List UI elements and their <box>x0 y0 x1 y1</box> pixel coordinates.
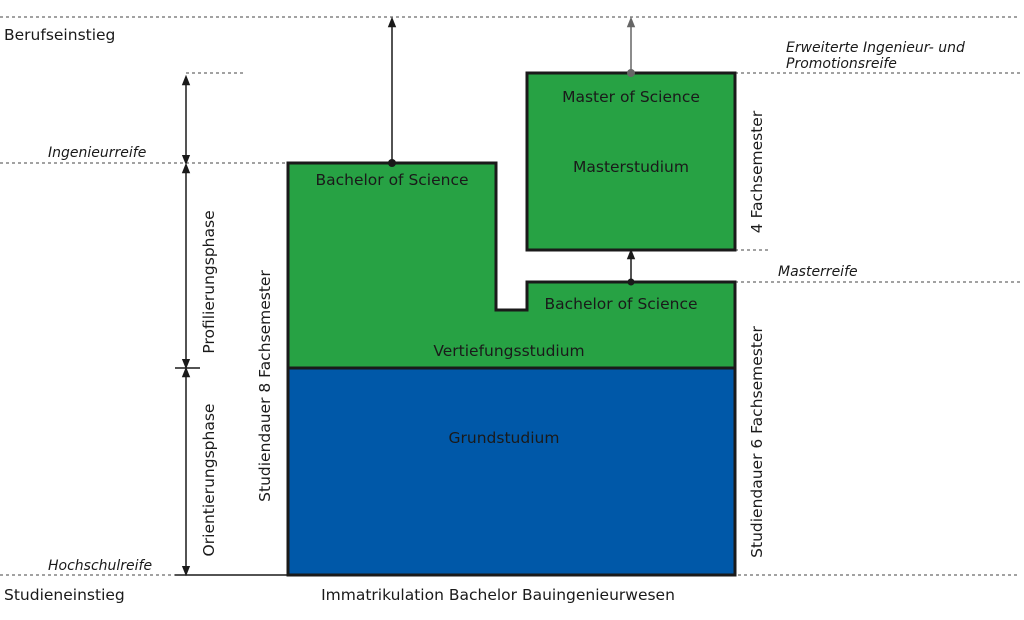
berufseinstieg-label: Berufseinstieg <box>4 26 115 44</box>
bachelor-8-label: Bachelor of Science <box>315 171 468 189</box>
duration-8-label: Studiendauer 8 Fachsemester <box>256 270 274 502</box>
duration-4-label: 4 Fachsemester <box>748 110 766 233</box>
masterreife-label: Masterreife <box>778 264 858 280</box>
bachelor-6-label: Bachelor of Science <box>544 295 697 313</box>
bachelor-6-node <box>627 278 635 286</box>
erweiterte-label-line2: Promotionsreife <box>786 56 897 72</box>
ingenieurreife-label: Ingenieurreife <box>48 145 146 161</box>
hochschulreife-label: Hochschulreife <box>48 558 152 574</box>
grundstudium-block <box>286 366 737 577</box>
studieneinstieg-label: Studieneinstieg <box>4 586 125 604</box>
master-node <box>627 69 635 77</box>
erweiterte-label-line1: Erweiterte Ingenieur- und <box>786 40 965 56</box>
masterstudium-label: Masterstudium <box>573 158 689 176</box>
master-title-label: Master of Science <box>562 88 700 106</box>
orientierungsphase-label: Orientierungsphase <box>200 404 218 557</box>
grundstudium-label: Grundstudium <box>449 429 560 447</box>
bachelor-vertiefung-block <box>286 161 737 370</box>
profilierungsphase-label: Profilierungsphase <box>200 210 218 353</box>
footer-label: Immatrikulation Bachelor Bauingenieurwes… <box>321 586 675 604</box>
vertiefungsstudium-label: Vertiefungsstudium <box>433 342 584 360</box>
duration-6-label: Studiendauer 6 Fachsemester <box>748 326 766 558</box>
master-block <box>525 71 737 252</box>
bachelor-8-node <box>388 159 396 167</box>
